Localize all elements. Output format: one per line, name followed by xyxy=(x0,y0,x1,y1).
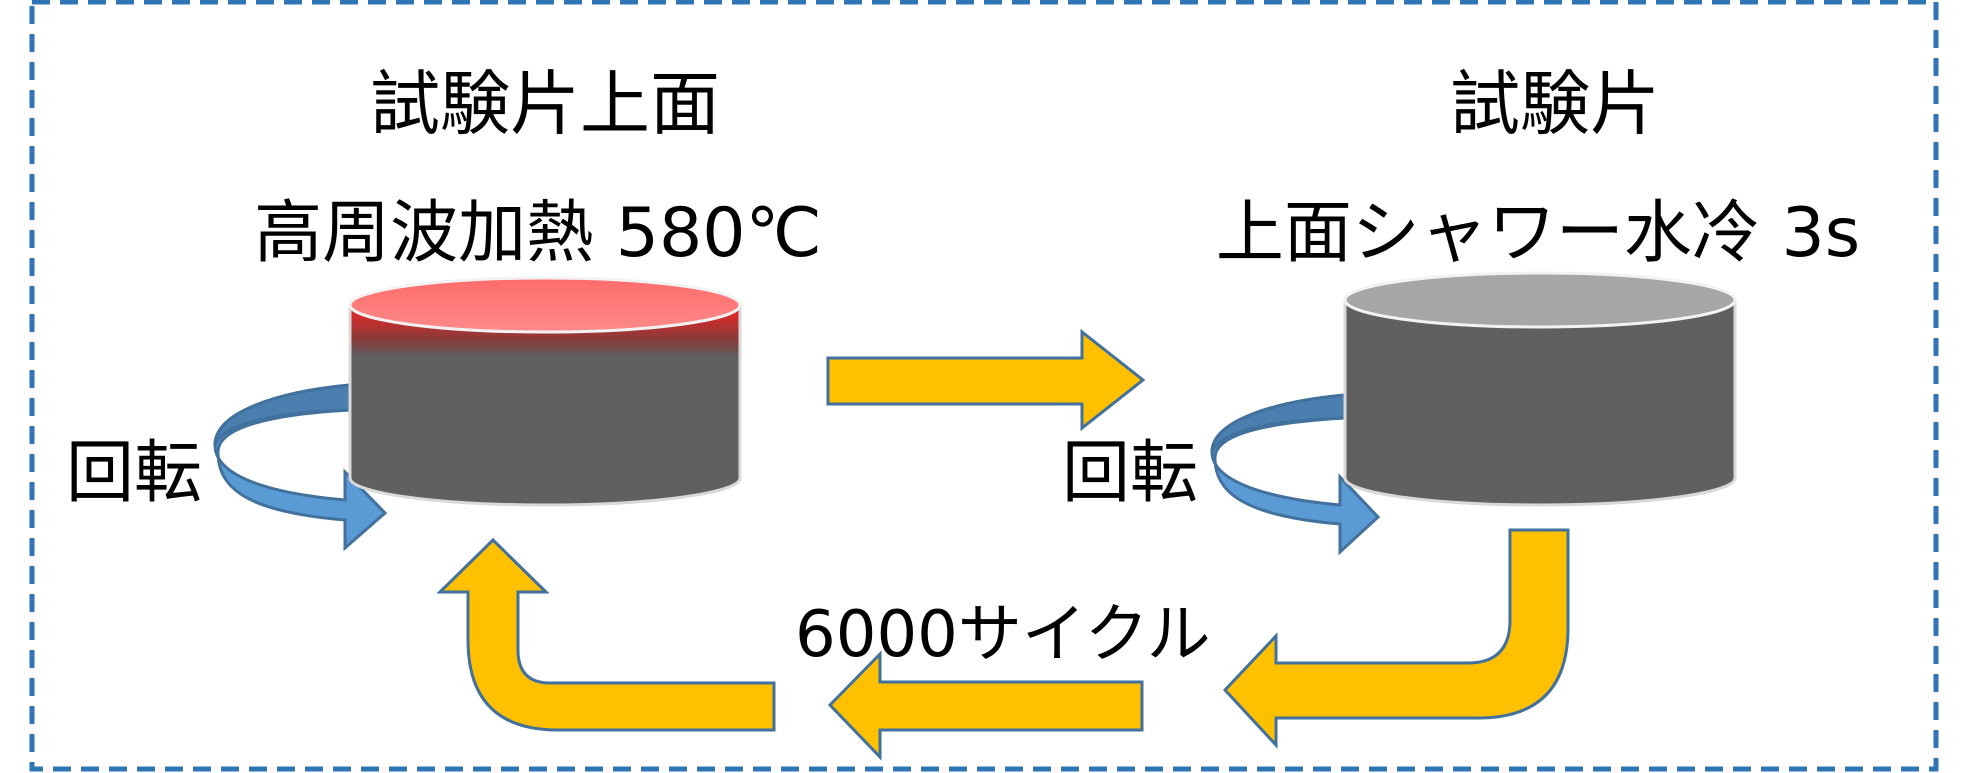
left-title: 試験片上面 xyxy=(370,63,720,145)
forward-arrow xyxy=(826,328,1146,432)
left-rotation-arrow xyxy=(213,383,388,552)
cycle-count-label: 6000サイクル xyxy=(795,598,1211,672)
right-rotation-arrow xyxy=(1210,393,1381,556)
right-specimen-cylinder xyxy=(1343,271,1737,507)
return-turn-arrow xyxy=(1222,528,1570,749)
left-process-label: 高周波加熱 580℃ xyxy=(254,194,822,273)
dashed-frame xyxy=(29,0,1939,772)
heated-top-surface xyxy=(348,276,742,334)
cooled-top-surface xyxy=(1343,271,1737,329)
left-specimen-cylinder xyxy=(348,276,742,507)
right-rotation-label: 回転 xyxy=(1062,434,1198,513)
left-rotation-label: 回転 xyxy=(66,434,202,513)
right-process-label: 上面シャワー水冷 3s xyxy=(1216,194,1860,273)
restart-arrow xyxy=(436,537,776,732)
right-title: 試験片 xyxy=(1450,63,1660,145)
cycle-arrow xyxy=(827,650,1144,761)
